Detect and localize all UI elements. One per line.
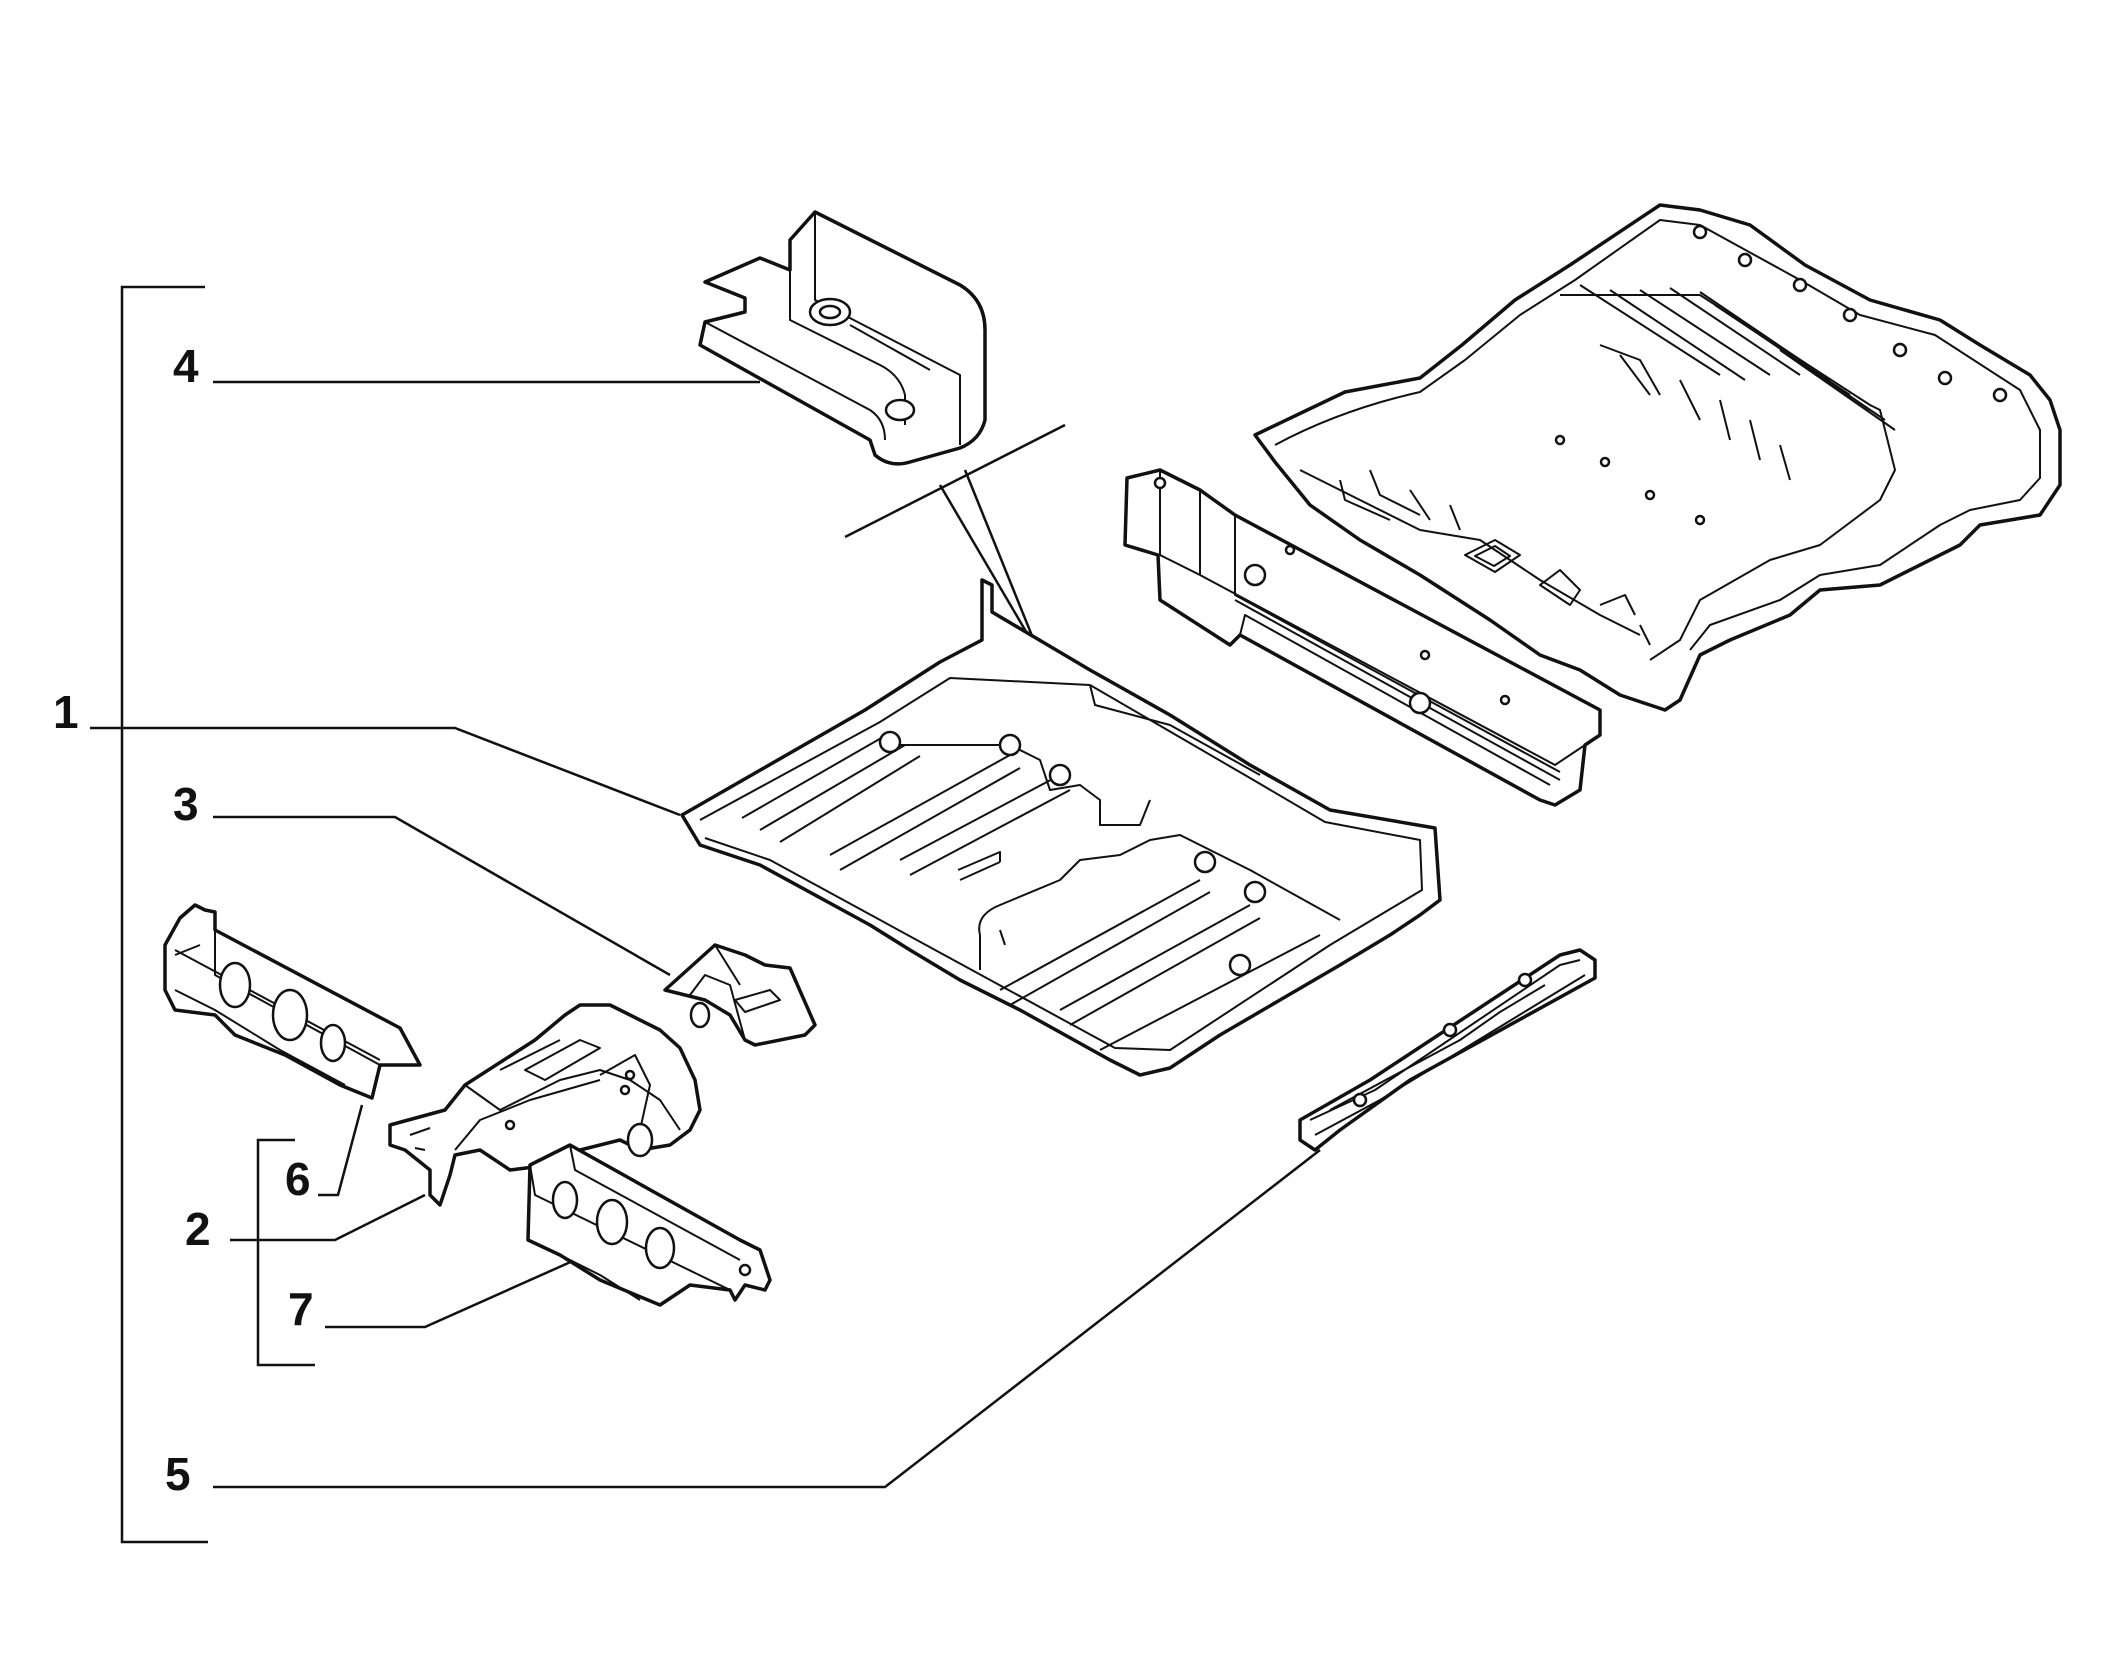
sub-bracket bbox=[256, 1138, 315, 1367]
leader-3 bbox=[213, 815, 671, 977]
callout-4: 4 bbox=[173, 340, 199, 392]
part-2-tunnel-member bbox=[388, 1003, 702, 1207]
callout-6: 6 bbox=[285, 1153, 311, 1205]
part-5-side-sill bbox=[1298, 948, 1597, 1152]
part-3-small-bracket bbox=[663, 943, 817, 1047]
part-7-bulkhead bbox=[526, 1143, 772, 1307]
leader-6 bbox=[318, 1104, 364, 1197]
leader-lines bbox=[90, 380, 1321, 1489]
part-1-floor-pan bbox=[680, 578, 1442, 1077]
callout-3: 3 bbox=[173, 778, 199, 830]
center-line-a bbox=[844, 423, 1066, 539]
leader-7 bbox=[325, 1258, 576, 1329]
callout-5: 5 bbox=[165, 1448, 191, 1500]
callout-1: 1 bbox=[53, 686, 79, 738]
main-bracket bbox=[120, 285, 208, 1544]
part-4-bracket bbox=[698, 210, 987, 466]
rear-cross-member bbox=[1123, 468, 1602, 807]
part-6-bulkhead bbox=[163, 903, 422, 1100]
callout-7: 7 bbox=[288, 1283, 314, 1335]
leader-1 bbox=[90, 726, 681, 817]
callout-2: 2 bbox=[185, 1203, 211, 1255]
leader-5 bbox=[213, 1149, 1321, 1489]
leader-2 bbox=[230, 1193, 426, 1242]
rear-floor-pan bbox=[1253, 203, 2062, 712]
